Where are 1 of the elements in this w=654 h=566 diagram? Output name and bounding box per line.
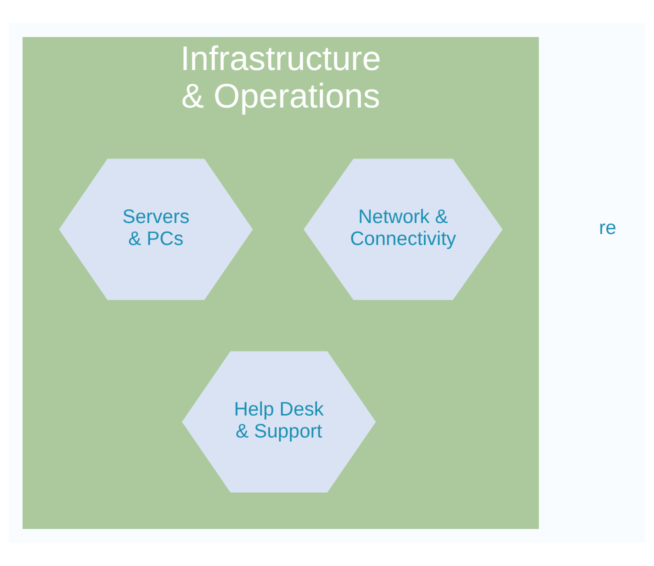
- label: re: [599, 217, 616, 240]
